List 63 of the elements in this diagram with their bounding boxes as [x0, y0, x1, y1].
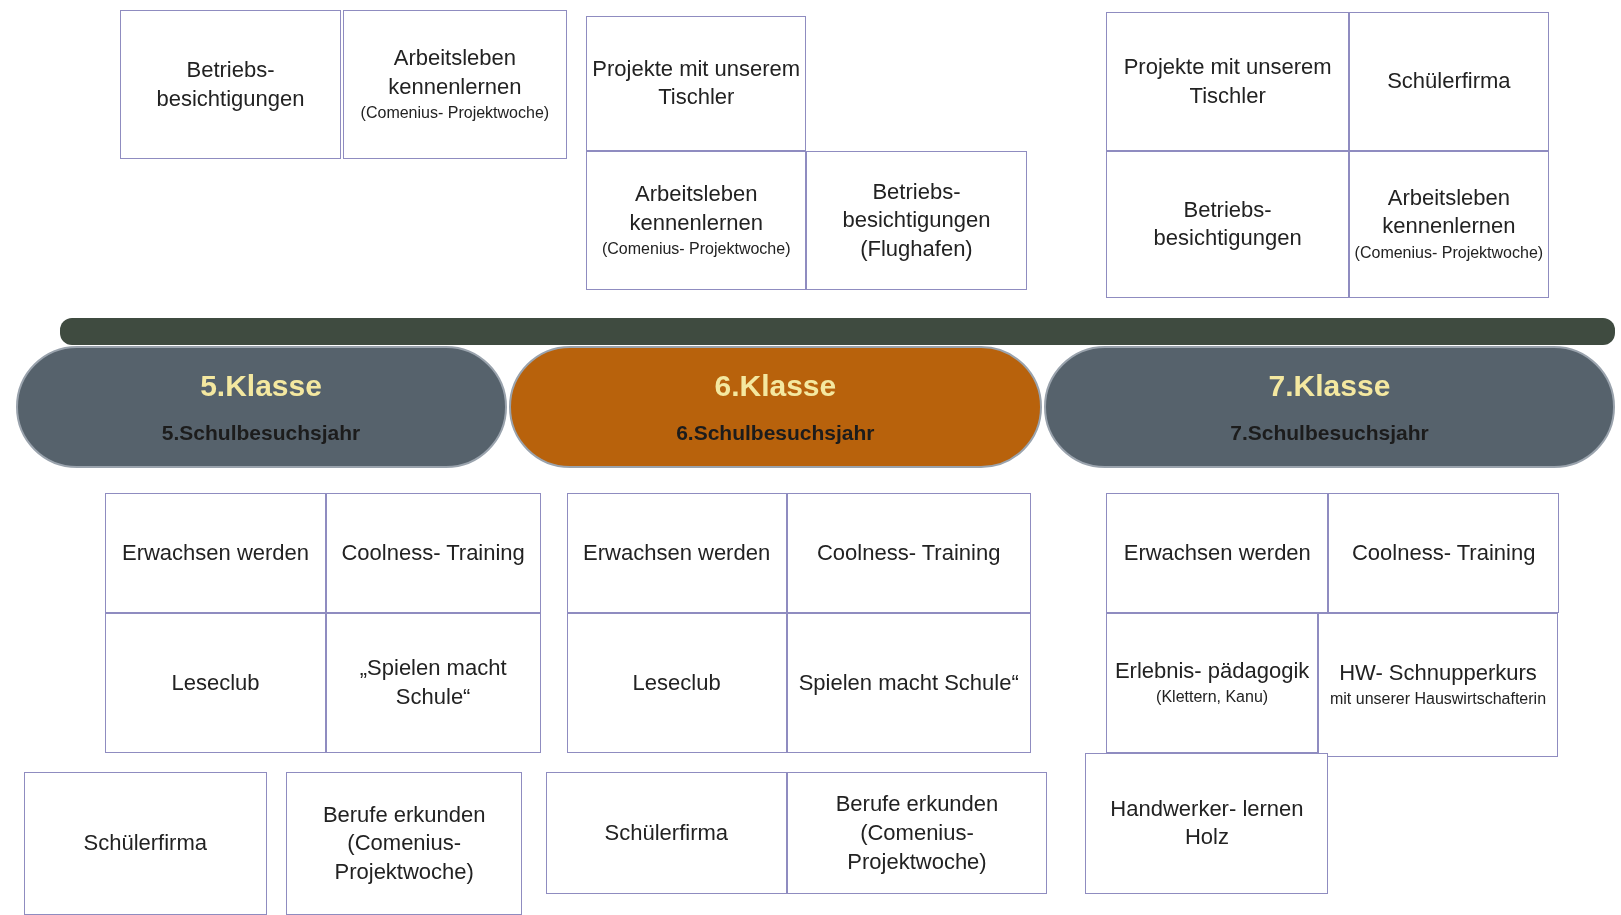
activity-box: [1349, 12, 1549, 151]
grade-title: 6.Klasse: [714, 369, 837, 404]
activity-note: (Comenius- Projektwoche): [360, 103, 550, 124]
activity-title: Projekte mit unserem Tischler: [1122, 53, 1333, 110]
activity-note: mit unserer Hauswirtschafterin: [1329, 689, 1547, 710]
school-year-label: 7.Schulbesuchsjahr: [1230, 421, 1429, 446]
activity-box: [119, 10, 342, 160]
activity-box: [325, 613, 541, 753]
activity-box: [586, 15, 807, 151]
activity-title: Leseclub: [632, 668, 721, 697]
activity-box: [566, 613, 787, 753]
activity-title: Erwachsen werden: [121, 538, 310, 567]
activity-title: Leseclub: [171, 668, 260, 697]
activity-title: Betriebs- besichtigungen: [155, 56, 306, 113]
activity-box: [1349, 150, 1549, 298]
activity-title: Schülerfirma: [83, 829, 207, 858]
activity-title: Arbeitsleben kennenlernen: [387, 44, 523, 101]
activity-box: [105, 493, 326, 613]
activity-box: [786, 772, 1048, 895]
activity-title: Schülerfirma: [1387, 67, 1511, 96]
activity-box: [343, 10, 567, 160]
activity-box: [1106, 12, 1350, 151]
grade-title: 5.Klasse: [200, 369, 322, 404]
activity-title: Coolness- Training: [1351, 538, 1536, 567]
school-year-label: 6.Schulbesuchsjahr: [676, 421, 875, 446]
activity-title: Betriebs- besichtigungen: [1152, 195, 1303, 253]
activity-box: [566, 493, 787, 613]
activity-box: [286, 772, 523, 915]
activity-title: HW- Schnupperkurs: [1339, 658, 1537, 687]
activity-box: [1318, 613, 1558, 757]
activity-title: Spielen macht Schule“: [798, 668, 1019, 697]
activity-title: Erlebnis- pädagogik: [1114, 656, 1310, 685]
activity-title: Handwerker- lernen Holz: [1109, 794, 1305, 852]
activity-box: [105, 613, 326, 753]
activity-title: Coolness- Training: [817, 538, 1001, 567]
activity-box: [786, 613, 1031, 753]
activity-title: Coolness- Training: [341, 538, 525, 567]
activity-box: [806, 150, 1027, 291]
activity-title: Erwachsen werden: [1123, 538, 1311, 567]
activity-title: Erwachsen werden: [583, 538, 771, 567]
activity-box: [1106, 613, 1319, 753]
activity-box: [1106, 493, 1329, 613]
activity-title: „Spielen macht Schule“: [358, 654, 508, 711]
activity-box: [786, 493, 1031, 613]
activity-title: Betriebs- besichtigungen (Flughafen): [841, 177, 992, 263]
grade-title: 7.Klasse: [1268, 369, 1391, 404]
activity-box: [1328, 493, 1559, 613]
activity-box: [545, 772, 787, 895]
activity-box: [23, 772, 267, 915]
activity-note: (Comenius- Projektwoche): [602, 239, 791, 260]
activity-title: Arbeitsleben kennenlernen: [1381, 183, 1517, 241]
activity-box: [1106, 150, 1350, 298]
activity-title: Arbeitsleben kennenlernen: [628, 180, 764, 237]
activity-title: Projekte mit unserem Tischler: [591, 54, 802, 112]
activity-box: [586, 150, 807, 291]
activity-title: Berufe erkunden (Comenius- Projektwoche): [834, 790, 1000, 876]
activity-note: (Comenius- Projektwoche): [1354, 242, 1544, 263]
activity-box: [1085, 752, 1329, 895]
activity-box: [325, 493, 541, 613]
school-year-label: 5.Schulbesuchsjahr: [161, 421, 361, 446]
activity-note: (Klettern, Kanu): [1156, 687, 1269, 708]
activity-title: Berufe erkunden (Comenius- Projektwoche): [321, 800, 487, 886]
activity-title: Schülerfirma: [604, 818, 728, 847]
